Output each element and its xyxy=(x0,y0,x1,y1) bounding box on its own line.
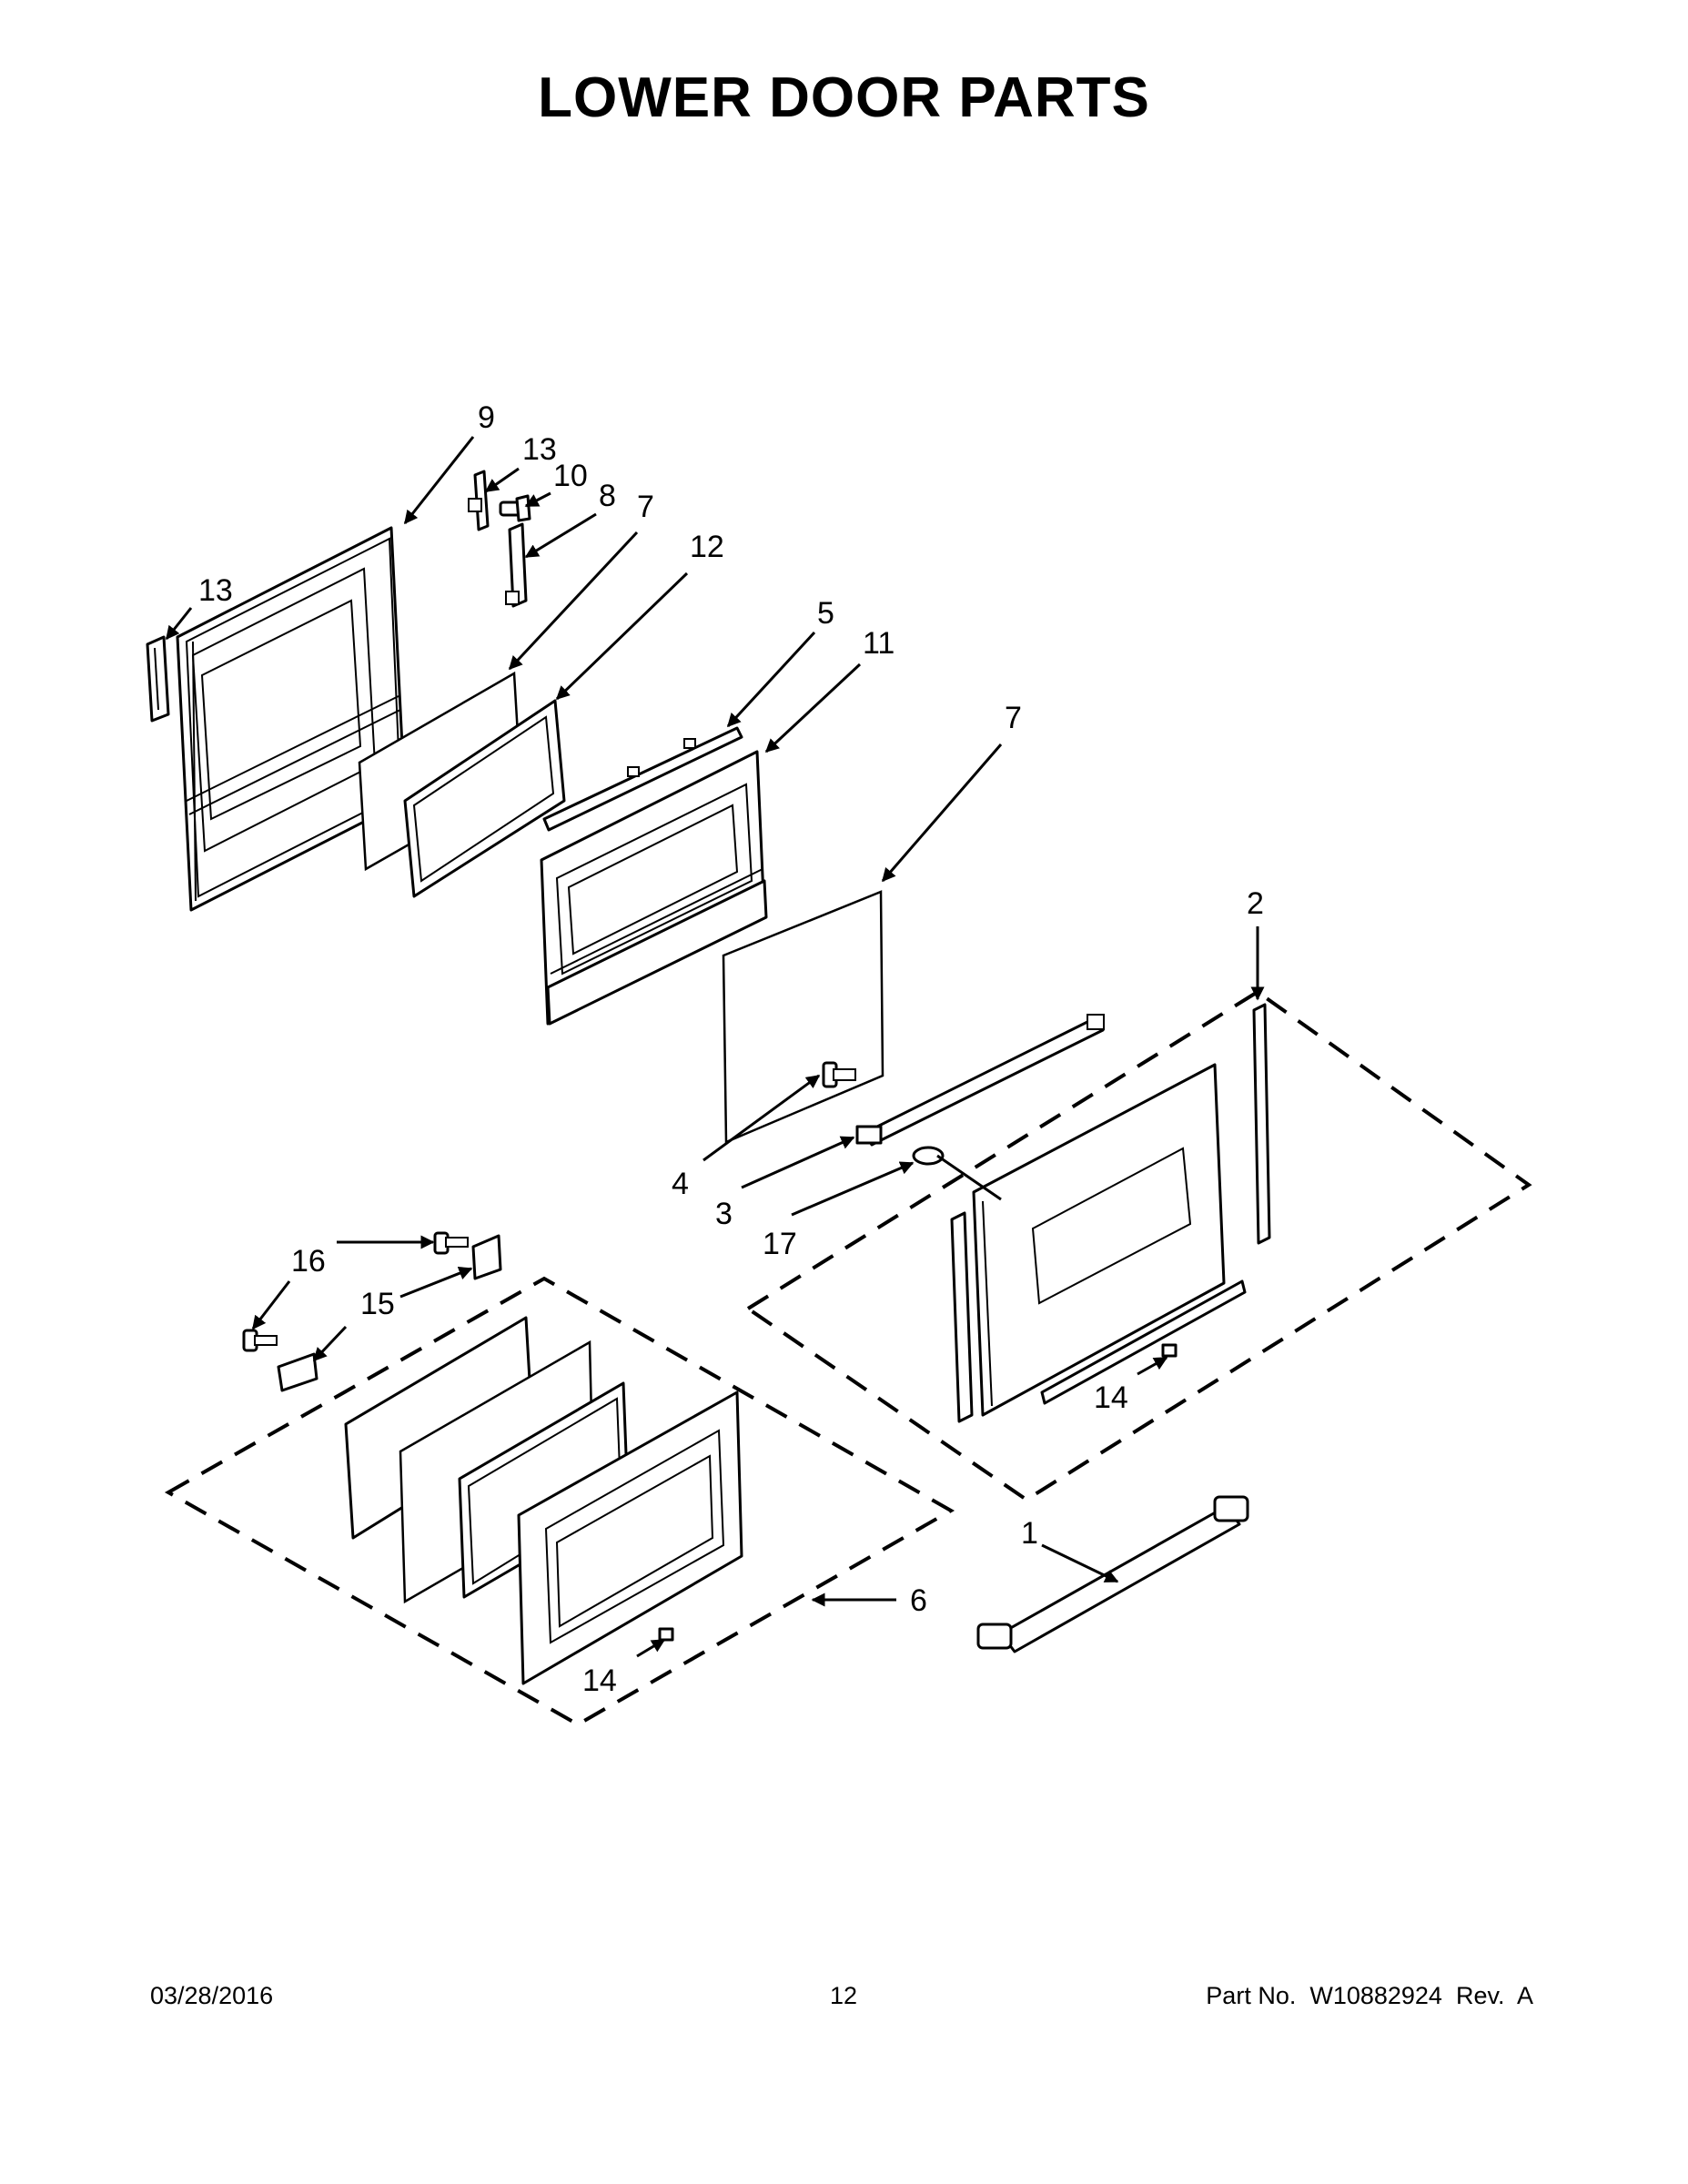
lower-door-panel xyxy=(517,1390,743,1685)
callout-labels: 9 13 10 8 7 12 13 5 11 7 2 4 3 17 16 15 … xyxy=(198,400,1264,1698)
outer-door-bottom-trim xyxy=(1040,1279,1247,1405)
lower-door-group-outline xyxy=(164,1276,955,1727)
callout-9: 9 xyxy=(478,400,495,435)
top-bar xyxy=(863,1014,1105,1147)
callout-13-left: 13 xyxy=(198,573,233,608)
callout-3: 3 xyxy=(715,1197,733,1231)
footer-part-number: Part No. W10882924 Rev. A xyxy=(1206,1982,1533,2009)
part-12-gasket-frame xyxy=(403,699,566,898)
callout-16: 16 xyxy=(291,1244,326,1279)
part-8-hinge xyxy=(505,522,528,608)
callout-17: 17 xyxy=(763,1227,797,1261)
callout-10: 10 xyxy=(553,459,588,493)
part-5-top-channel xyxy=(542,726,743,832)
callout-7-middle: 7 xyxy=(1005,701,1022,735)
callout-11: 11 xyxy=(863,626,895,661)
callout-8: 8 xyxy=(599,479,616,513)
part-2-trim-strip xyxy=(1252,1003,1271,1245)
part-4-screw xyxy=(822,1061,856,1088)
part-14-clip-right xyxy=(1161,1343,1178,1358)
callout-15: 15 xyxy=(360,1287,395,1321)
outer-door-side-trim xyxy=(950,1211,974,1423)
leader-lines xyxy=(165,436,1265,1658)
callout-14-left: 14 xyxy=(582,1663,617,1698)
part-7-glass-middle xyxy=(722,890,884,1144)
part-14-clip-left xyxy=(658,1627,674,1642)
outer-door-panel xyxy=(972,1063,1226,1417)
footer-date: 03/28/2016 xyxy=(150,1982,274,2009)
part-1-handle xyxy=(976,1495,1249,1653)
part-15-bracket-lower xyxy=(277,1352,318,1392)
part-15-bracket-upper xyxy=(471,1234,502,1280)
part-10-screw xyxy=(499,494,531,522)
callout-7-upper: 7 xyxy=(637,490,654,524)
part-16-screw-lower xyxy=(242,1329,278,1352)
part-17-washer xyxy=(912,1146,945,1166)
callout-5: 5 xyxy=(817,596,834,631)
callout-13-hinge: 13 xyxy=(522,432,557,467)
callout-6: 6 xyxy=(910,1583,927,1618)
callout-1: 1 xyxy=(1021,1516,1038,1551)
part-11-inner-door-assembly xyxy=(540,750,768,1026)
footer-page-number: 12 xyxy=(830,1982,858,2009)
part-16-screw-upper xyxy=(433,1231,469,1255)
page-title: LOWER DOOR PARTS xyxy=(538,66,1150,129)
callout-2: 2 xyxy=(1247,886,1264,921)
callout-12: 12 xyxy=(690,530,724,564)
outer-door-group-outline xyxy=(744,989,1532,1502)
callout-14-right: 14 xyxy=(1094,1380,1128,1415)
part-13-hinge-plate xyxy=(468,470,490,531)
callout-4: 4 xyxy=(672,1167,689,1201)
part-13-bracket-left xyxy=(146,635,170,723)
part-3-bracket xyxy=(855,1125,883,1145)
